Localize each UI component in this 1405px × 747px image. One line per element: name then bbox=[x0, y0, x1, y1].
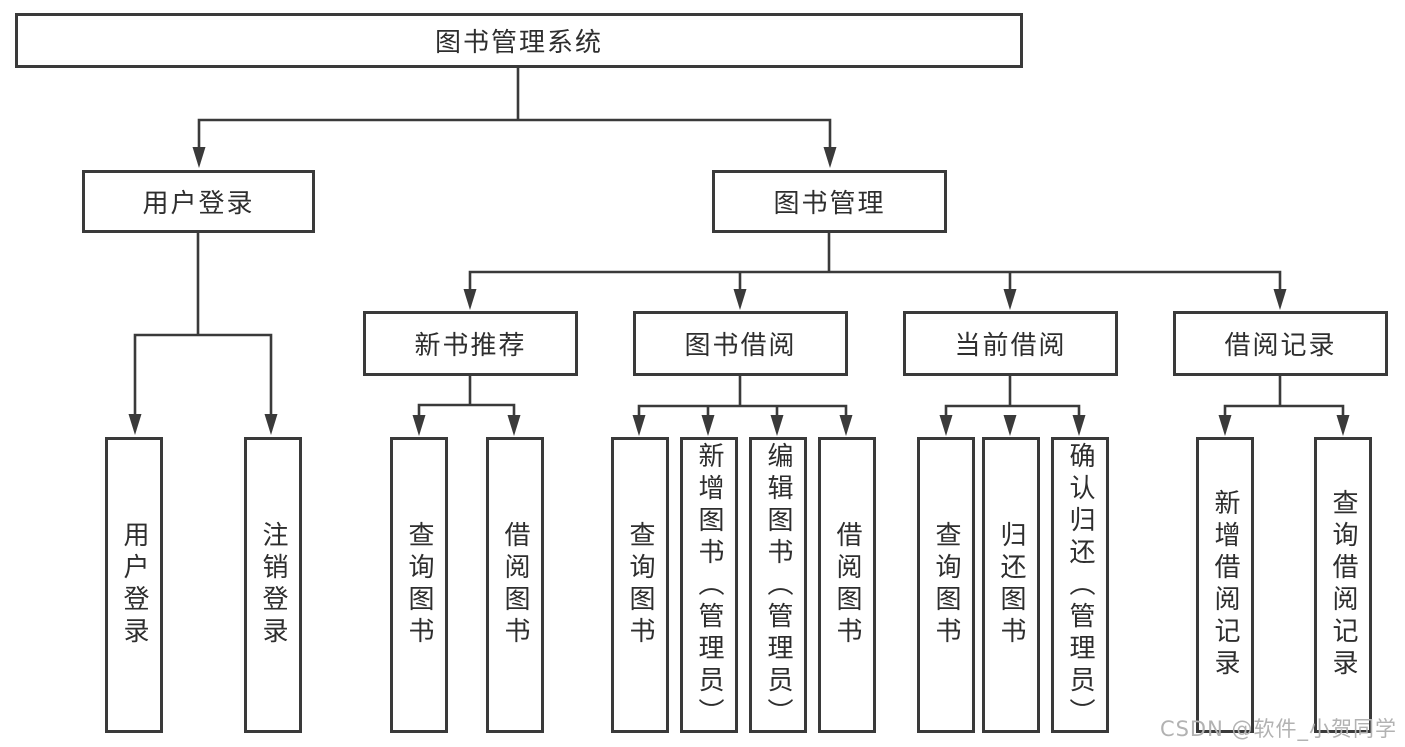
node-user-login: 用户登录 bbox=[82, 170, 315, 233]
node-label: 用户登录 bbox=[142, 189, 255, 219]
node-label: 查询图书 bbox=[931, 521, 961, 649]
node-leaf-add-borrow-record: 新增借阅记录 bbox=[1196, 437, 1254, 733]
node-label: 新增借阅记录 bbox=[1210, 489, 1240, 681]
node-leaf-user-login: 用户登录 bbox=[105, 437, 163, 733]
node-label: 归还图书 bbox=[996, 521, 1026, 649]
node-borrowing-records: 借阅记录 bbox=[1173, 311, 1388, 376]
arrowheads bbox=[128, 147, 1350, 436]
connector-current-borrowing-to-leaves bbox=[944, 374, 1081, 422]
node-label: 查询图书 bbox=[404, 521, 434, 649]
node-label: 查询图书 bbox=[625, 521, 655, 649]
connector-book-management-to-level3 bbox=[468, 231, 1282, 296]
node-leaf-confirm-return-admin: 确认归还（管理员） bbox=[1051, 437, 1109, 733]
node-current-borrowing: 当前借阅 bbox=[903, 311, 1118, 376]
node-label: 图书管理系统 bbox=[434, 28, 603, 58]
node-leaf-add-books-admin: 新增图书（管理员） bbox=[680, 437, 738, 733]
node-label: 编辑图书（管理员） bbox=[763, 442, 793, 730]
connector-root-to-level2 bbox=[197, 66, 832, 154]
node-label: 新增图书（管理员） bbox=[694, 442, 724, 730]
node-label: 图书管理 bbox=[773, 189, 886, 219]
node-leaf-query-borrow-record: 查询借阅记录 bbox=[1314, 437, 1372, 733]
node-leaf-edit-books-admin: 编辑图书（管理员） bbox=[749, 437, 807, 733]
node-leaf-borrow-books: 借阅图书 bbox=[818, 437, 876, 733]
node-label: 图书借阅 bbox=[684, 331, 797, 361]
node-leaf-query-books-borrowing: 查询图书 bbox=[611, 437, 669, 733]
connector-borrowing-records-to-leaves bbox=[1223, 374, 1345, 422]
node-label: 用户登录 bbox=[119, 521, 149, 649]
node-label: 借阅记录 bbox=[1224, 331, 1337, 361]
node-label: 当前借阅 bbox=[954, 331, 1067, 361]
node-label: 注销登录 bbox=[258, 521, 288, 649]
node-leaf-query-books-recommend: 查询图书 bbox=[390, 437, 448, 733]
node-leaf-return-books: 归还图书 bbox=[982, 437, 1040, 733]
connector-new-book-recommendation-to-leaves bbox=[417, 374, 516, 422]
connector-book-borrowing-to-leaves bbox=[637, 374, 848, 422]
node-label: 确认归还（管理员） bbox=[1065, 442, 1095, 730]
node-label: 新书推荐 bbox=[414, 331, 527, 361]
node-leaf-logout: 注销登录 bbox=[244, 437, 302, 733]
connector-user-login-to-leaves bbox=[133, 231, 273, 422]
csdn-watermark: CSDN @软件_小贺同学 bbox=[1159, 717, 1397, 741]
node-library-management-system: 图书管理系统 bbox=[15, 13, 1023, 68]
node-book-management: 图书管理 bbox=[712, 170, 947, 233]
node-new-book-recommendation: 新书推荐 bbox=[363, 311, 578, 376]
node-label: 借阅图书 bbox=[832, 521, 862, 649]
node-label: 借阅图书 bbox=[500, 521, 530, 649]
node-leaf-borrow-books-recommend: 借阅图书 bbox=[486, 437, 544, 733]
node-book-borrowing: 图书借阅 bbox=[633, 311, 848, 376]
node-label: 查询借阅记录 bbox=[1328, 489, 1358, 681]
node-leaf-query-books-current: 查询图书 bbox=[917, 437, 975, 733]
